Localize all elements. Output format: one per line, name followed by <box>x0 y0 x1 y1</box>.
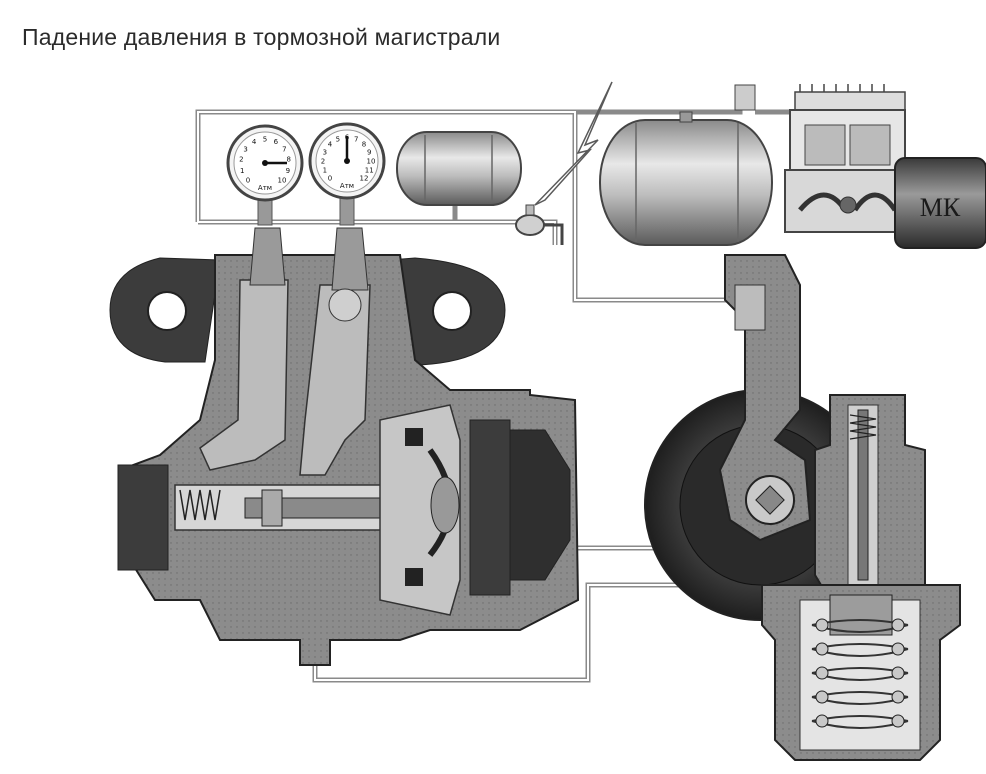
spring-coil-section <box>815 666 829 680</box>
spring-coil-section <box>891 618 905 632</box>
spring-coil-section <box>891 666 905 680</box>
crane-valve-body <box>109 227 580 666</box>
gauge-right-scale-label: 4 <box>328 141 333 149</box>
gauge-right-scale-label: 11 <box>365 167 374 175</box>
gauge-left-scale-label: 4 <box>252 138 257 146</box>
gauge-left-scale-label: 8 <box>286 156 290 164</box>
gauge-right: 0123456789101112 Атм <box>308 122 386 226</box>
small-reservoir <box>396 131 522 206</box>
release-valve <box>515 204 564 245</box>
gauge-left-scale-label: 2 <box>239 156 243 164</box>
main-reservoir <box>599 111 773 246</box>
spring-coil-section <box>815 618 829 632</box>
gauge-right-scale-label: 5 <box>336 135 340 143</box>
gauge-right-scale: 0123456789101112 <box>321 134 376 183</box>
gauge-left-scale-label: 5 <box>263 136 267 144</box>
gauge-right-scale-label: 3 <box>323 148 327 156</box>
pressure-drop-bolt <box>534 81 613 206</box>
gauge-right-scale-label: 9 <box>367 148 371 156</box>
compressor-motor: МК <box>894 157 986 249</box>
gauge-left-scale-label: 6 <box>274 138 279 146</box>
pipe-to-compressor <box>575 98 800 115</box>
gauge-right-scale-label: 0 <box>328 175 332 183</box>
spring-coil-section <box>891 642 905 656</box>
spring-coil-section <box>815 690 829 704</box>
spring-coil-section <box>815 714 829 728</box>
gauge-left-scale-label: 7 <box>282 145 286 153</box>
gauge-right-scale-label: 7 <box>354 135 358 143</box>
pipe-gauge-manifold <box>198 219 558 245</box>
spring-coil-section <box>891 690 905 704</box>
compressor <box>734 84 911 233</box>
gauge-right-scale-label: 8 <box>362 141 366 149</box>
gauge-left-scale-label: 1 <box>240 167 244 175</box>
gauge-right-scale-label: 10 <box>367 158 376 166</box>
gauge-left-scale-label: 0 <box>246 177 250 185</box>
spring-coil-section <box>815 642 829 656</box>
gauge-right-scale-label: 1 <box>323 167 327 175</box>
gauge-right-scale-label: 12 <box>360 175 369 183</box>
return-spring <box>811 618 909 729</box>
gauge-right-unit: Атм <box>340 182 354 190</box>
diagram-title: Падение давления в тормозной магистрали <box>22 24 501 50</box>
gauge-left-scale-label: 10 <box>278 177 287 185</box>
gauge-left-scale-label: 3 <box>243 145 247 153</box>
spring-coil-section <box>891 714 905 728</box>
control-valve-body <box>644 254 961 761</box>
gauge-right-scale-label: 2 <box>321 158 325 166</box>
gauge-left-unit: Атм <box>258 184 272 192</box>
compressor-motor-label: МК <box>920 193 961 222</box>
gauge-left-scale-label: 9 <box>286 167 290 175</box>
